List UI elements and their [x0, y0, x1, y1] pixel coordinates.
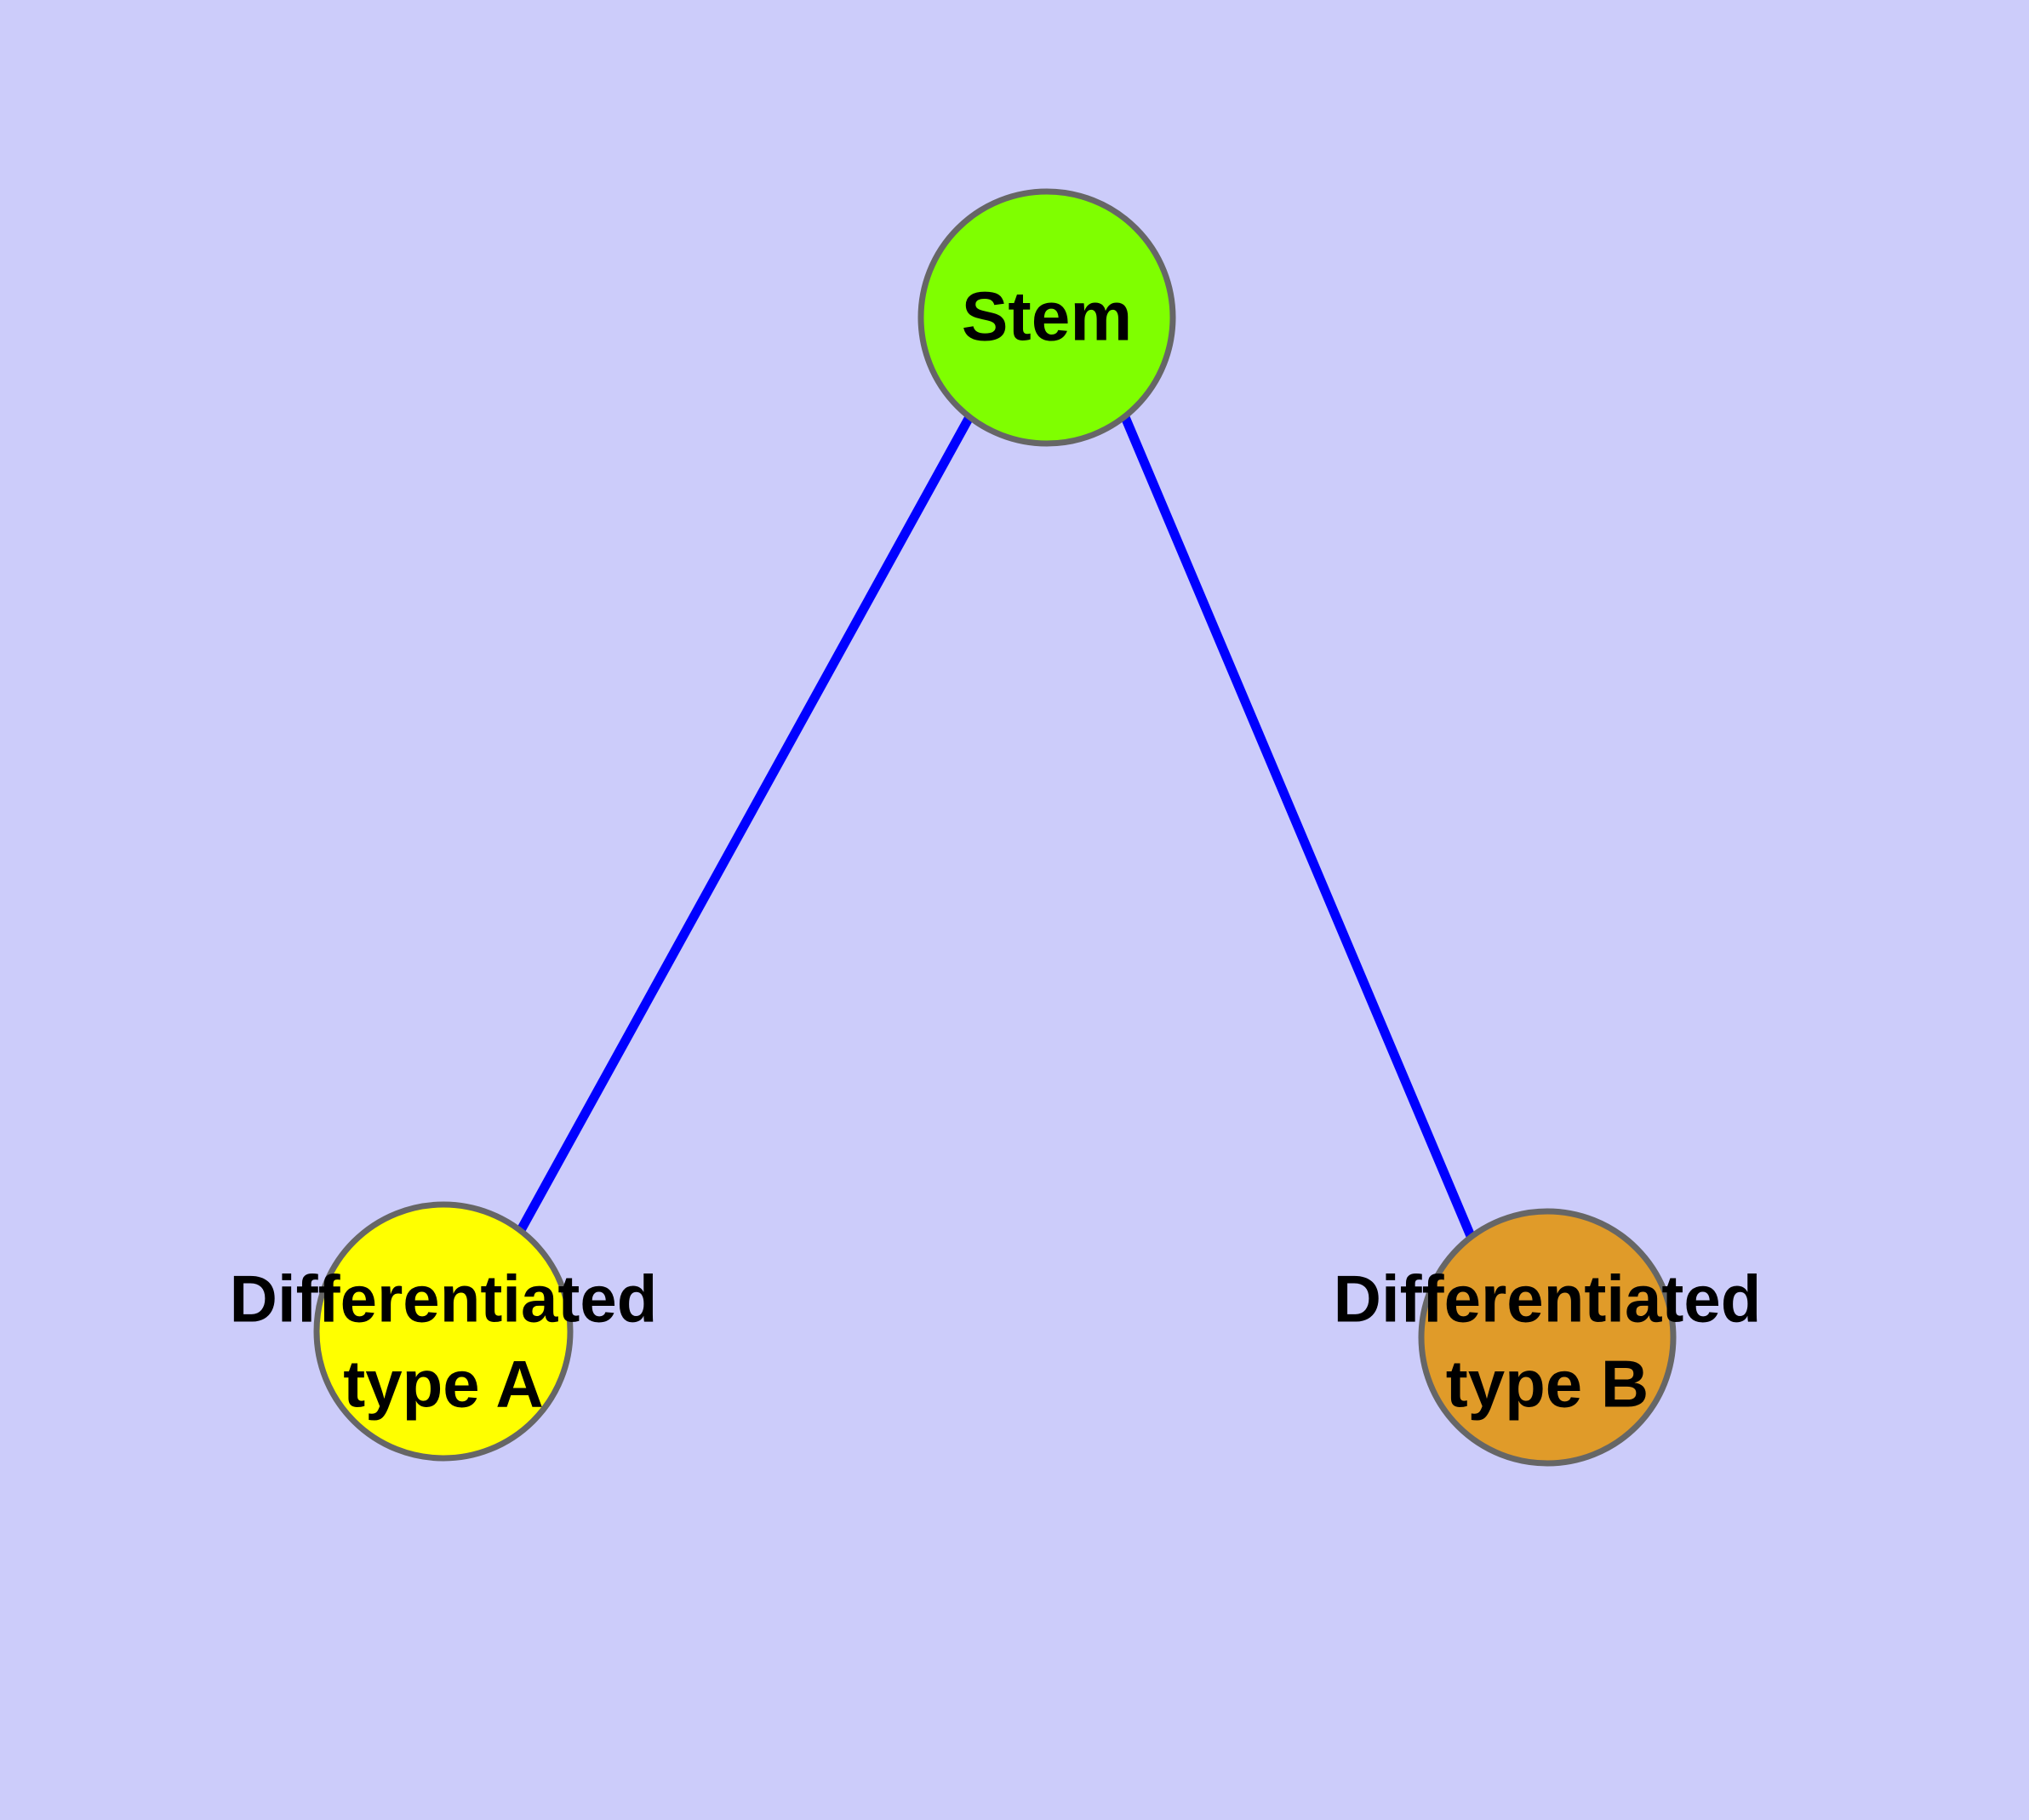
edge-stem-to-differentiated-type-a: [517, 415, 974, 1233]
stem-node-label: Stem: [962, 278, 1133, 356]
edge-stem-to-differentiated-type-b: [1120, 415, 1476, 1239]
node-differentiated-type-a[interactable]: Differentiated type A: [230, 1201, 658, 1462]
node-differentiated-type-b[interactable]: Differentiated type B: [1334, 1208, 1762, 1467]
differentiated-type-b-node-circle[interactable]: [1418, 1208, 1677, 1467]
differentiated-type-b-label-line-1: Differentiated: [1334, 1262, 1762, 1336]
differentiated-type-b-label-line-2: type B: [1446, 1347, 1649, 1422]
differentiated-type-a-label-line-1: Differentiated: [230, 1262, 658, 1336]
differentiated-type-a-label-line-2: type A: [343, 1347, 544, 1422]
stem-node-circle[interactable]: [917, 188, 1176, 447]
node-stem[interactable]: Stem: [917, 188, 1176, 447]
edge-group: [517, 415, 1476, 1239]
differentiated-type-a-node-circle[interactable]: [313, 1201, 574, 1462]
